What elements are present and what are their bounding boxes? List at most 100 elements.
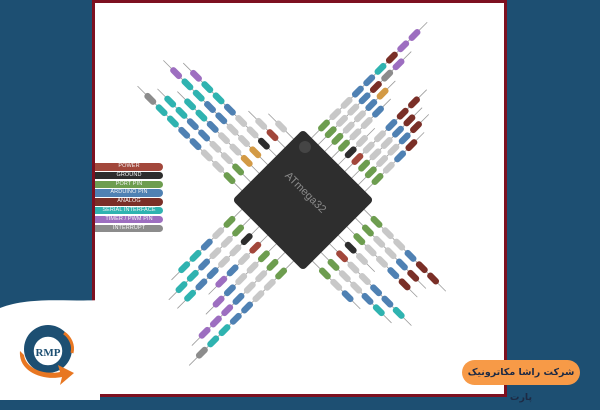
pin-label-other [369,148,382,161]
pin-label-port [370,215,383,228]
pin-label-arduino [232,292,245,305]
logo-inner [32,335,64,367]
pin-label-arduino [200,238,213,251]
pin-label-arduino [361,292,374,305]
pin-label-other [246,126,259,139]
pin-label-ground [257,137,270,150]
pin-label-serial [372,304,385,317]
pin-label-arduino [198,258,211,271]
pin-label-serial [195,109,208,122]
pin-label-analog [396,107,409,120]
pin-label-other [360,117,373,129]
pin-label-other [246,261,259,274]
pin-label-port [364,166,377,179]
pin-label-port [327,258,340,271]
pin-label-other [340,96,353,109]
pin-label-other [384,247,397,260]
pin-label-timer [198,326,211,339]
pin-label-analog [385,51,398,64]
pin-label-arduino [363,74,376,87]
pin-label-serial [374,62,387,75]
pin-label-other [330,278,343,291]
atmega32-chip: ATmega32 [233,130,373,270]
pin-label-arduino [341,290,354,303]
pin-label-other [220,235,233,248]
pin-label-arduino [204,101,216,113]
pin-label-arduino [370,284,383,297]
pin-label-other [356,253,368,265]
pin-label-timer [215,275,228,288]
pin-label-serial [175,281,188,294]
pin-label-arduino [215,112,228,125]
pin-label-orange [240,154,253,167]
pin-label-other [235,273,248,285]
pin-label-other [349,128,362,141]
legend-interrupt: INTERRUPT [95,224,163,233]
pin-label-orange [249,146,262,159]
legend-port-pin: PORT PIN [95,180,163,189]
pin-label-port [257,250,270,263]
pin-label-other [336,114,348,127]
pin-label-other [380,137,393,149]
pin-label-arduino [381,295,394,308]
pin-label-other [356,135,368,147]
pin-label-port [232,224,245,237]
legend-arduino-pin: ARDUINO PIN [95,189,163,197]
pin-label-port [331,132,344,145]
pin-label-serial [178,261,191,274]
pin-label-port [318,267,331,280]
pin-label-other [362,141,375,154]
pin-label-other [354,110,366,123]
pin-label-power [336,250,349,263]
pin-label-other [238,135,250,147]
logo-initials: RMP [35,347,60,359]
pin-label-serial [207,335,220,348]
pin-label-interrupt [381,69,394,82]
legend-power: POWER [95,163,163,171]
pin-label-other [381,227,394,240]
pin-label-other [212,160,225,173]
pin-label-interrupt [144,92,157,105]
pin-label-other [263,278,276,291]
pin-label-port [358,159,371,172]
pin-label-timer [397,40,410,53]
pin-label-arduino [395,258,408,271]
pin-label-port [361,224,374,237]
pin-label-arduino [372,105,384,118]
pin-label-arduino [392,125,404,138]
pin-label-power [249,241,262,254]
pin-label-arduino [206,267,219,280]
pin-label-other [212,227,225,240]
pin-label-serial [166,115,179,128]
pin-label-serial [189,249,202,262]
pin-lead [248,110,286,149]
pin-label-arduino [229,312,242,325]
pin-label-port [266,258,279,271]
pin-label-arduino [404,249,417,262]
pin-label-analog [408,96,420,109]
pin-label-serial [164,95,177,108]
pin-label-power [351,153,364,165]
pin-lead [337,234,376,273]
pin-label-analog [403,114,416,127]
pin-label-analog [410,121,422,134]
pin-label-serial [392,306,405,319]
pin-label-analog [427,272,440,285]
pin-label-arduino [223,103,236,116]
pin-label-other [350,281,363,294]
pin-label-other [347,103,360,116]
pin-label-arduino [186,118,199,131]
pin-label-arduino [189,138,202,151]
pin-label-port [371,173,384,185]
pin-label-other [243,281,256,294]
pin-label-timer [392,58,405,71]
pin-label-other [347,261,360,274]
pin-label-other [252,290,265,303]
pin-label-serial [184,289,197,302]
pin-label-arduino [226,264,239,277]
pin-label-arduino [398,132,411,145]
pin-label-serial [192,89,205,102]
pin-label-other [373,235,386,248]
pin-label-other [275,120,288,133]
pin-label-timer [190,69,202,82]
